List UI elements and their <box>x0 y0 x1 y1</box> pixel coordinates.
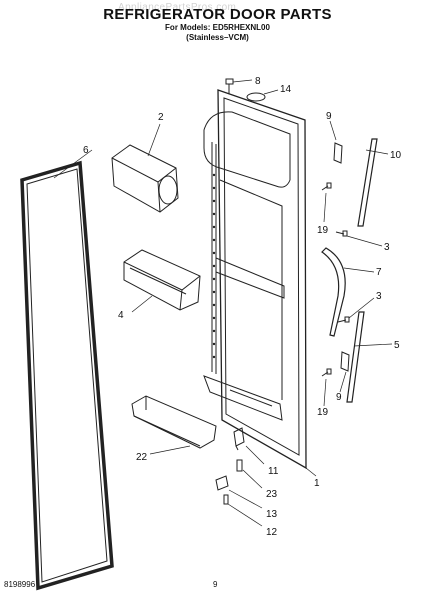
top-hinge-screw-part <box>225 78 234 94</box>
door-gasket-part <box>20 160 114 591</box>
lower-hinge-pin-part <box>233 427 245 451</box>
hinge-bushing-part <box>236 459 243 472</box>
callout-23: 23 <box>266 489 278 500</box>
callout-14: 14 <box>280 84 292 95</box>
door-shelf-lower-part <box>131 395 217 449</box>
lower-hinge-screw-part <box>223 494 229 505</box>
callout-22: 22 <box>136 452 148 463</box>
lower-hinge-part <box>215 475 229 491</box>
callout-11: 11 <box>268 466 279 477</box>
callout-2: 2 <box>158 112 164 123</box>
callout-9-lower: 9 <box>336 392 342 403</box>
page-number: 9 <box>213 580 218 589</box>
callout-7: 7 <box>376 267 382 278</box>
watermark-text: AppliancePartsPros.com <box>118 2 237 13</box>
callout-9-upper: 9 <box>326 111 332 122</box>
dairy-bin-part <box>111 144 179 213</box>
lower-trim-strip-part <box>346 311 365 403</box>
door-rivet-row <box>212 173 216 359</box>
callout-8: 8 <box>255 76 261 87</box>
callout-5: 5 <box>394 340 400 351</box>
finish-line: (Stainless–VCM) <box>186 33 249 42</box>
door-assembly-part <box>203 89 307 470</box>
callout-19-lower: 19 <box>317 407 329 418</box>
models-line: For Models: ED5RHEXNL00 <box>165 23 270 32</box>
handle-screw-upper-part <box>335 230 348 237</box>
leader-lines <box>53 79 393 527</box>
trim-screw-lower-part <box>321 368 332 377</box>
door-handle-part <box>321 247 346 337</box>
trim-screw-upper-part <box>321 182 332 191</box>
callout-12: 12 <box>266 527 278 538</box>
trim-clip-upper-part <box>333 142 343 164</box>
hinge-cap-part <box>246 92 266 102</box>
callout-10: 10 <box>390 150 402 161</box>
callout-6: 6 <box>83 145 89 156</box>
callout-19-upper: 19 <box>317 225 329 236</box>
trim-clip-lower-part <box>340 351 350 372</box>
callout-1: 1 <box>314 478 320 489</box>
callout-3-upper: 3 <box>384 242 390 253</box>
callout-3-lower: 3 <box>376 291 382 302</box>
diagram-header: REFRIGERATOR DOOR PARTS For Models: ED5R… <box>0 6 435 43</box>
upper-trim-strip-part <box>357 138 378 227</box>
callout-13: 13 <box>266 509 278 520</box>
page-title: REFRIGERATOR DOOR PARTS <box>103 6 332 23</box>
door-shelf-bin-upper-part <box>123 249 201 311</box>
callout-4: 4 <box>118 310 124 321</box>
document-number: 8198996 <box>4 580 36 589</box>
handle-screw-lower-part <box>337 316 350 323</box>
